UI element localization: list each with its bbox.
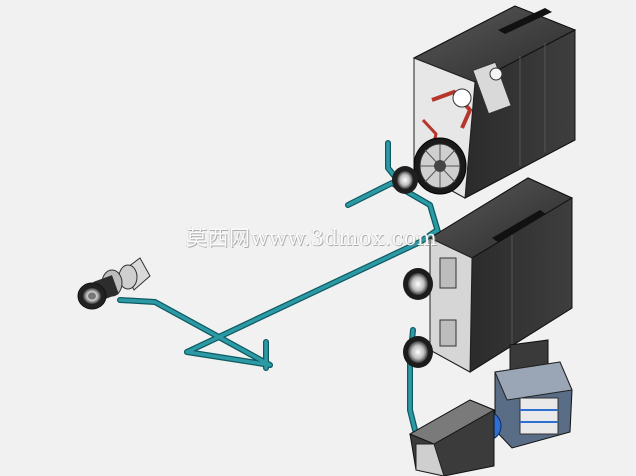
valve-flange [392,166,418,194]
housing-unit-upper [392,5,577,199]
mechanism-linkage [421,61,512,161]
housing-unit-middle [403,177,574,373]
pump-head-b [403,336,433,368]
pump-head-a [403,268,433,300]
pump-motor [77,257,151,310]
fan-impeller [413,137,467,195]
watermark-text: 莫西网www.3dmox.com [186,226,438,250]
pipe-network [117,140,443,433]
cooling-module [408,339,573,476]
